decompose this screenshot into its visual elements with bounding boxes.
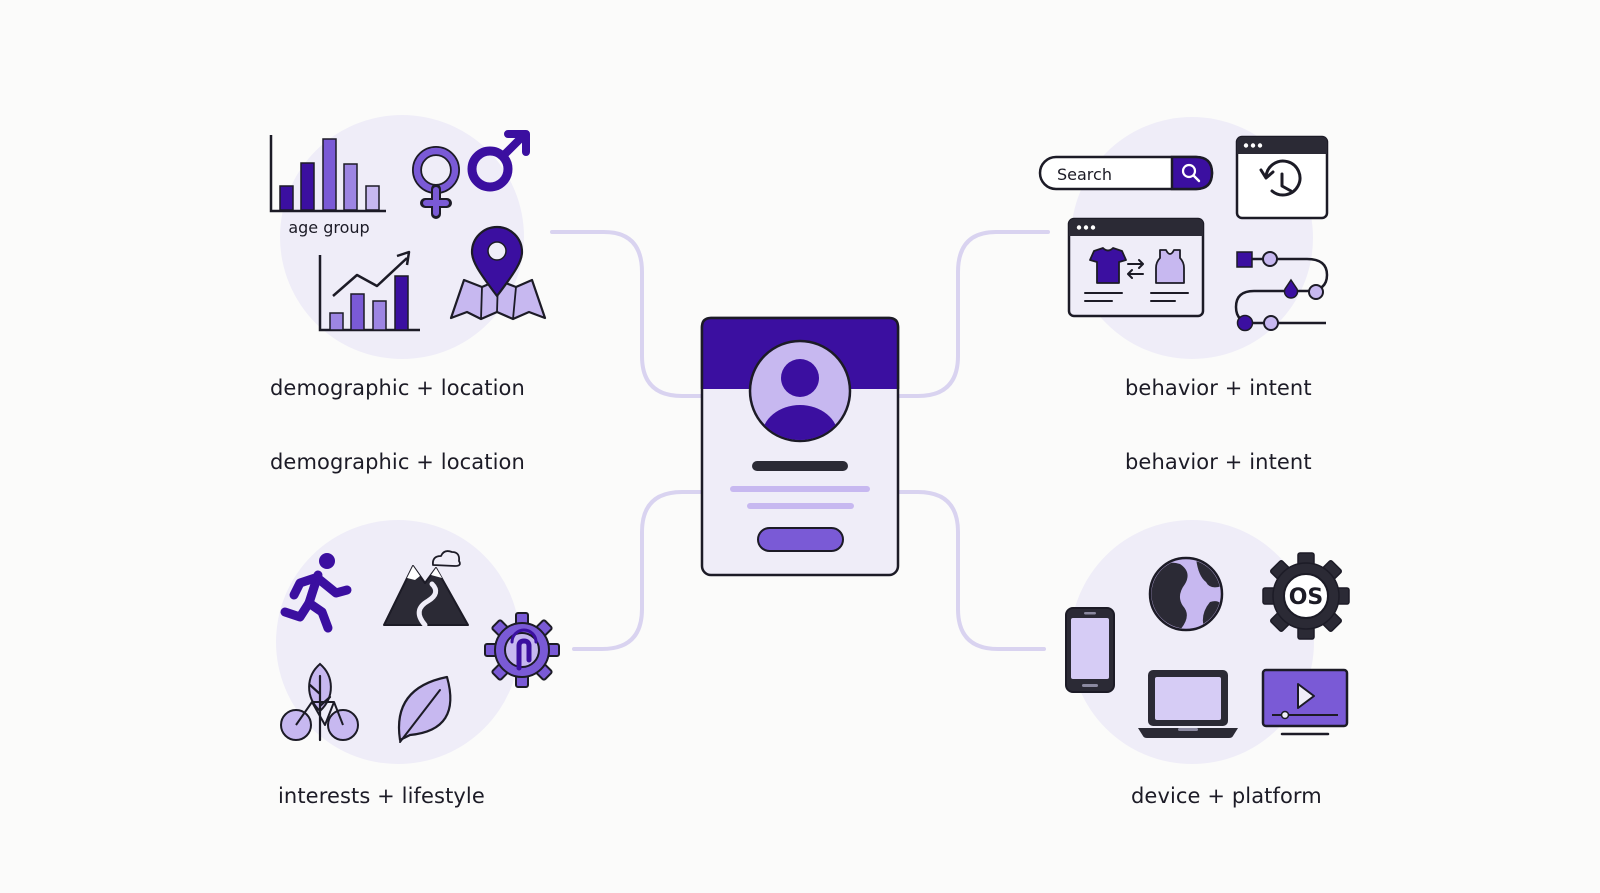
caption-demographic-repeat: demographic + location — [270, 450, 525, 474]
connector-behavior — [896, 230, 1050, 398]
profile-name-bar — [752, 461, 848, 471]
mars-icon — [467, 130, 530, 192]
device-icons: OS — [1065, 552, 1350, 738]
product-compare-icon — [1067, 217, 1205, 318]
os-label: OS — [1289, 585, 1324, 610]
connector-interests — [572, 490, 704, 651]
bar-chart-icon — [269, 135, 386, 213]
phone-icon — [1065, 607, 1115, 693]
map-pin-icon — [449, 225, 547, 321]
search-icon — [1181, 163, 1201, 183]
connector-demographic — [550, 230, 704, 398]
demographic-icons: age group — [269, 130, 547, 332]
tanktop-icon — [1155, 249, 1185, 284]
caption-device: device + platform — [1131, 784, 1322, 808]
tshirt-icon — [1089, 247, 1127, 284]
behavior-icons: Search — [1038, 135, 1329, 332]
profile-detail-bar — [730, 486, 870, 492]
laptop-icon — [1138, 670, 1238, 738]
search-bar: Search — [1038, 155, 1214, 191]
interests-bg-circle — [276, 520, 520, 764]
os-gear-icon: OS — [1262, 552, 1350, 640]
caption-interests: interests + lifestyle — [278, 784, 485, 808]
connectors — [550, 230, 1050, 651]
age-group-label: age group — [288, 218, 369, 237]
globe-icon — [1148, 556, 1224, 632]
avatar-icon — [748, 339, 852, 443]
mountain-icon — [383, 550, 469, 628]
journey-path-icon — [1234, 251, 1329, 332]
tree-bike-icon — [280, 662, 359, 742]
video-monitor-icon — [1261, 668, 1349, 736]
device-bg-circle — [1070, 520, 1314, 764]
profile-detail-bar-2 — [747, 503, 854, 509]
history-icon — [1235, 135, 1329, 220]
runner-icon — [280, 553, 352, 633]
connector-device — [896, 490, 1046, 651]
caption-behavior-repeat: behavior + intent — [1125, 450, 1312, 474]
search-placeholder: Search — [1057, 165, 1112, 184]
gear-hand-icon — [484, 612, 560, 688]
growth-chart-icon — [318, 250, 420, 332]
caption-demographic: demographic + location — [270, 376, 525, 400]
caption-behavior: behavior + intent — [1125, 376, 1312, 400]
profile-card — [700, 316, 900, 577]
venus-icon — [412, 146, 460, 219]
interests-icons — [280, 550, 560, 743]
leaf-icon — [397, 675, 452, 743]
profile-action-button — [757, 527, 844, 552]
